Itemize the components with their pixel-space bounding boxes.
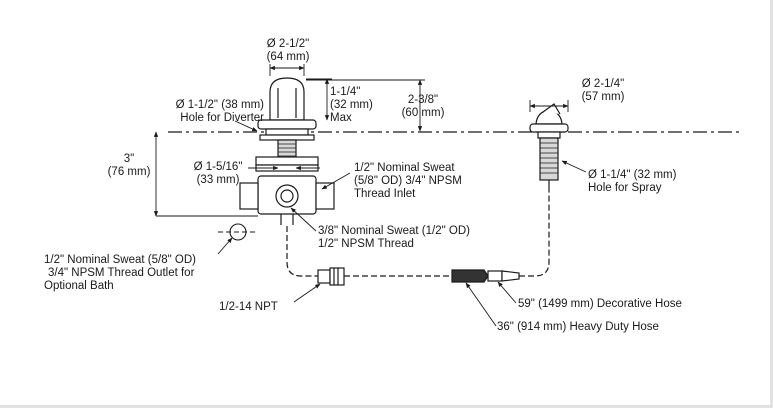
decorative-hose-label: 59" (1499 mm) Decorative Hose [518, 298, 682, 310]
bottom-edge-rule [0, 405, 773, 408]
hose-coupling [451, 269, 520, 283]
top-diameter-label: Ø 2-1/2" (64 mm) [266, 38, 310, 63]
npt-label: 1/2-14 NPT [219, 301, 278, 313]
heavy-hose-label: 36" (914 mm) Heavy Duty Hose [497, 321, 659, 333]
inlet-label: 1/2" Nominal Sweat (5/8" OD) 3/4" NPSM T… [354, 162, 462, 200]
max-height-label: 1-1/4" (32 mm) Max [330, 86, 373, 124]
hose-route [286, 190, 550, 277]
outlet-thread-label: 3/8" Nominal Sweat (1/2" OD) 1/2" NPSM T… [318, 225, 470, 250]
body-height-label: 3" (76 mm) [107, 153, 151, 178]
bath-outlet-marker [218, 223, 258, 241]
diverter-valve [239, 77, 335, 225]
diverter-hole-label: Ø 1-1/2" (38 mm) Hole for Diverter [175, 99, 264, 124]
deck-height-label: 2-3/8" (60 mm) [401, 94, 445, 119]
stem-diameter-label: Ø 1-5/16" (33 mm) [193, 161, 243, 186]
right-edge-rule [770, 0, 773, 408]
spray-diameter-label: Ø 2-1/4" (57 mm) [581, 78, 625, 103]
spray-head [529, 103, 569, 190]
bath-outlet-label: 1/2" Nominal Sweat (5/8" OD) 3/4" NPSM T… [44, 254, 196, 292]
npt-fitting [317, 267, 345, 286]
spray-hole-label: Ø 1-1/4" (32 mm) Hole for Spray [588, 169, 677, 194]
